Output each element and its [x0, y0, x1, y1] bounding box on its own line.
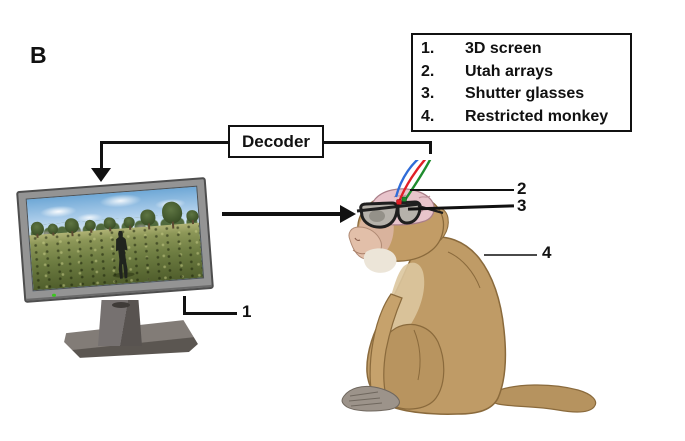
monkey-tail [489, 384, 597, 413]
decoder-to-screen-line [101, 141, 228, 144]
tree [63, 217, 80, 238]
callout1-line [183, 312, 237, 315]
monkey-svg [341, 151, 597, 415]
tree [30, 221, 45, 240]
callout-number-2: 2 [517, 179, 527, 198]
utah-array-red [396, 199, 402, 205]
glasses-top-bar [356, 202, 421, 213]
callout2-line [410, 188, 514, 191]
legend-number: 2. [421, 62, 435, 80]
legend-label: Restricted monkey [465, 107, 609, 125]
tree [161, 200, 184, 230]
decoder-label: Decoder [241, 131, 311, 151]
callout-number-3: 3 [517, 196, 527, 215]
finger-lines [348, 391, 383, 407]
restricted-monkey-illustration [335, 151, 625, 440]
monkey-chin [363, 248, 397, 273]
nostril [354, 237, 361, 241]
tree [103, 216, 116, 234]
legend-item-3d-screen: 1. 3D screen [421, 38, 630, 61]
power-led [51, 293, 57, 297]
legend-label: Utah arrays [465, 62, 554, 80]
callout1-line-vertical [183, 296, 186, 315]
screen-to-monkey-arrow-shaft [222, 212, 341, 216]
callout-number-4: 4 [542, 243, 552, 262]
legend-box: 1. 3D screen 2. Utah arrays 3. Shutter g… [411, 33, 632, 132]
legend-item-restricted-monkey: 4. Restricted monkey [421, 106, 630, 129]
utah-array-green [401, 196, 407, 202]
monitor-stand-hinge [112, 302, 130, 308]
monkey-chest [386, 262, 425, 339]
lens-tint [369, 210, 385, 222]
legend-number: 1. [421, 40, 435, 57]
legend-item-utah-arrays: 2. Utah arrays [421, 61, 630, 84]
wires-to-decoder-line-vertical [429, 141, 432, 154]
decoder-box: Decoder [228, 125, 324, 158]
panel-letter: B [30, 42, 47, 68]
callout-number-1: 1 [242, 302, 252, 321]
legend-label: Shutter glasses [465, 85, 585, 102]
tree [140, 209, 157, 231]
decoder-to-screen-line-vertical [100, 141, 103, 169]
wires-to-decoder-line [324, 141, 432, 144]
belly-crease [413, 329, 421, 381]
tree [186, 209, 199, 226]
legend-number: 3. [421, 85, 435, 102]
callout4-line [484, 253, 537, 256]
legend-label: 3D screen [465, 40, 542, 57]
legend-item-shutter-glasses: 3. Shutter glasses [421, 83, 630, 106]
shoulder-crease [447, 251, 481, 289]
arrow-down-icon [91, 168, 111, 182]
tree [123, 216, 136, 232]
monitor-3d-screen [16, 177, 214, 303]
legend-number: 4. [421, 107, 435, 125]
tree [84, 219, 97, 235]
tree [47, 223, 59, 238]
arrow-right-icon [340, 205, 356, 223]
virtual-environment-screen [25, 185, 205, 292]
wire-green [404, 155, 434, 201]
